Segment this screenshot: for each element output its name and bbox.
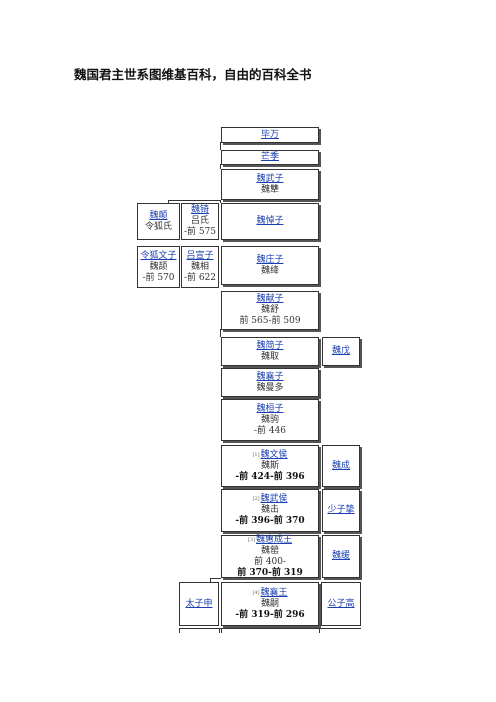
- node-name-link[interactable]: 魏桓子: [256, 403, 284, 414]
- node-given-name: 魏绛: [260, 265, 279, 276]
- cutoff-row-line: [179, 628, 361, 629]
- connector-line: [220, 164, 221, 169]
- node-given-name: 魏斯: [260, 460, 279, 471]
- connector-line: [168, 200, 221, 201]
- node-name-link[interactable]: 令狐文子: [140, 250, 177, 261]
- node-given-name: 魏曼多: [256, 382, 284, 393]
- node-name-link[interactable]: 少子挚: [327, 505, 355, 515]
- node-years: 前 565-前 509: [239, 316, 301, 326]
- cutoff-row-line: [179, 628, 180, 633]
- node-wei-huanzi: 魏桓子 魏驹 -前 446: [221, 399, 319, 441]
- node-taizi-shen: 太子申: [179, 582, 219, 626]
- node-name-link[interactable]: 魏武子: [256, 173, 284, 184]
- node-wei-daozi: 魏悼子: [221, 203, 319, 240]
- footnote-mark[interactable]: [2]: [252, 496, 260, 502]
- cutoff-row-line: [219, 628, 220, 633]
- node-years: -前 319-前 296: [235, 609, 305, 620]
- node-clan: 吕氏: [190, 216, 209, 226]
- node-name-link[interactable]: 魏襄子: [256, 371, 284, 382]
- cutoff-row-line: [319, 628, 320, 633]
- node-years: -前 396-前 370: [235, 516, 305, 526]
- node-name-link[interactable]: 吕宣子: [186, 250, 214, 261]
- footnote-mark[interactable]: [3]: [247, 536, 256, 543]
- node-given-name: 魏舒: [260, 305, 279, 315]
- node-gongzi-gao: 公子高: [321, 582, 361, 626]
- node-name-link[interactable]: 魏锜: [190, 205, 209, 215]
- node-bi-wan: 毕万: [221, 127, 319, 143]
- footnote-mark[interactable]: [1]: [252, 451, 260, 458]
- node-name-link[interactable]: 魏文侯: [260, 449, 288, 460]
- node-wei-wuhou: [2]魏武侯 魏击 -前 396-前 370: [221, 489, 319, 532]
- node-lv-xuanzi: 吕宣子 魏相 -前 622: [181, 246, 219, 288]
- node-wei-wu: 魏戊: [322, 337, 360, 366]
- node-given-name: 魏颉: [149, 261, 168, 272]
- cutoff-row-line: [221, 628, 222, 633]
- node-given-name: 魏击: [260, 505, 279, 515]
- node-years-start: 前 400-: [253, 556, 287, 567]
- node-wei-cheng: 魏成: [322, 445, 360, 487]
- node-name-link[interactable]: 魏献子: [256, 294, 284, 304]
- node-given-name: 魏相: [190, 261, 209, 272]
- node-linghu-wenzi: 令狐文子 魏颉 -前 570: [137, 246, 180, 288]
- node-wei-wuzi: 魏武子 魏犨: [221, 169, 319, 200]
- node-name-link[interactable]: 毕万: [260, 129, 279, 140]
- node-wei-huan: 魏缓: [322, 535, 360, 578]
- node-years: -前 446: [253, 425, 287, 436]
- node-wei-xiangzi: 魏襄子 魏曼多: [221, 368, 319, 397]
- connector-line: [220, 142, 221, 150]
- node-mang-ji: 芒季: [221, 150, 319, 165]
- node-name-link[interactable]: 魏戊: [331, 346, 350, 356]
- node-given-name: 魏驹: [260, 414, 279, 425]
- connector-line: [210, 578, 221, 579]
- node-name-link[interactable]: 魏颠: [149, 210, 168, 221]
- node-name-link[interactable]: 魏武侯: [260, 494, 288, 504]
- node-clan: 令狐氏: [144, 221, 172, 232]
- node-years: -前 575: [183, 227, 217, 237]
- node-wei-xiang-wang: [4]魏襄王 魏嗣 -前 319-前 296: [221, 582, 319, 626]
- node-name-link[interactable]: 魏悼子: [256, 216, 284, 226]
- node-years: -前 570: [142, 272, 175, 283]
- connector-line: [210, 578, 211, 582]
- node-wei-dian: 魏颠 令狐氏: [137, 203, 180, 240]
- connector-line: [220, 329, 221, 337]
- node-wei-huicheng-wang: [3]魏惠成王 魏罃 前 400-前 370-前 319: [221, 535, 319, 578]
- node-wei-xianzi: 魏献子 魏舒 前 565-前 509: [221, 291, 319, 330]
- node-shao-zi-zhi: 少子挚: [322, 489, 360, 532]
- page-title: 魏国君主世系图维基百科，自由的百科全书: [74, 67, 312, 82]
- node-given-name: 魏取: [260, 351, 279, 362]
- node-name-link[interactable]: 魏襄王: [260, 587, 288, 598]
- node-name-link[interactable]: 魏简子: [256, 340, 284, 351]
- node-years-reign: 前 370-前 319: [237, 567, 303, 578]
- node-name-link[interactable]: 芒季: [260, 152, 279, 162]
- connector-line: [168, 200, 169, 203]
- node-given-name: 魏嗣: [260, 598, 279, 609]
- node-wei-qi: 魏锜 吕氏 -前 575: [181, 203, 219, 240]
- node-wei-wenhou: [1]魏文侯 魏斯 -前 424-前 396: [221, 445, 319, 487]
- node-years: -前 622: [183, 272, 217, 283]
- footnote-mark[interactable]: [4]: [252, 589, 260, 596]
- node-years: -前 424-前 396: [235, 471, 305, 482]
- node-given-name: 魏罃: [260, 545, 279, 556]
- node-name-link[interactable]: 公子高: [327, 598, 355, 609]
- node-name-link[interactable]: 太子申: [185, 598, 213, 609]
- node-wei-zhuangzi: 魏庄子 魏绛: [221, 246, 319, 285]
- connector-line: [220, 200, 221, 203]
- node-name-link[interactable]: 魏缓: [331, 551, 350, 561]
- node-wei-jianzi: 魏简子 魏取: [221, 337, 319, 366]
- node-name-link[interactable]: 魏成: [331, 460, 350, 471]
- node-name-link[interactable]: 魏惠成王: [256, 534, 293, 545]
- node-given-name: 魏犨: [260, 184, 279, 195]
- node-name-link[interactable]: 魏庄子: [256, 254, 284, 265]
